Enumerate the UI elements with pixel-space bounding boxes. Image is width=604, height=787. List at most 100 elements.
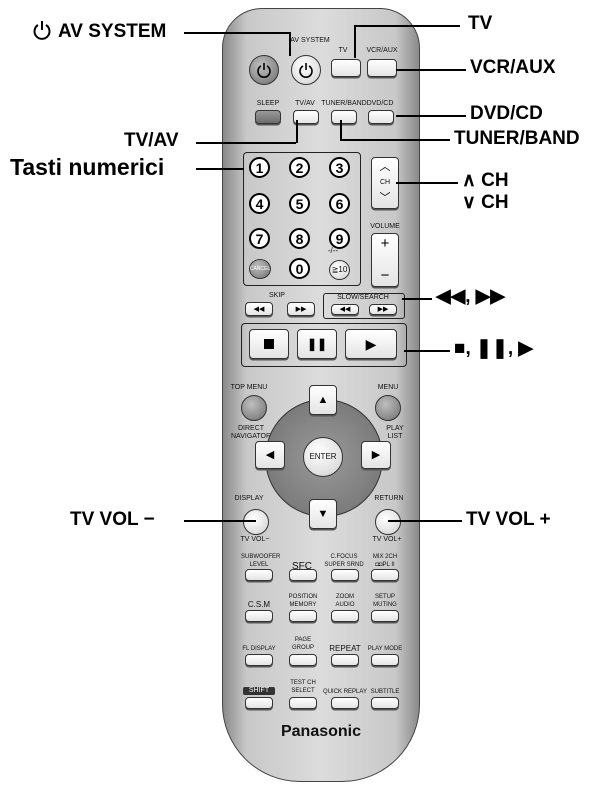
leader-tasti-numerici	[196, 168, 244, 170]
zoom-audio-button[interactable]	[331, 610, 359, 622]
zoom-audio-label: ZOOM AUDIO	[335, 594, 355, 608]
av-system-label: AV SYSTEM	[290, 37, 330, 44]
power-button[interactable]	[249, 55, 279, 85]
shift-button[interactable]	[245, 697, 273, 709]
search-back-button[interactable]: ◀◀	[331, 304, 359, 315]
number-0-button[interactable]: 0	[289, 258, 310, 279]
leader-tuner-band	[340, 139, 450, 141]
mix-2ch-label: MIX 2CH ◘◘PL II	[372, 554, 398, 568]
skip-label: SKIP	[269, 292, 285, 299]
cancel-button[interactable]: CANCEL	[249, 259, 271, 279]
enter-label: ENTER	[309, 452, 337, 461]
arrow-down-icon: ▼	[317, 507, 329, 520]
number-5-button[interactable]: 5	[289, 193, 310, 214]
av-system-power-button[interactable]	[291, 55, 321, 85]
chevron-up-icon[interactable]: ︿	[379, 161, 391, 173]
top-menu-button[interactable]	[241, 395, 267, 421]
c-focus-button[interactable]	[331, 569, 359, 581]
mix-2ch-button[interactable]	[371, 569, 399, 581]
leader-search	[402, 298, 432, 300]
shift-label: SHIFT	[243, 687, 275, 695]
play-button[interactable]: ▶	[345, 329, 397, 359]
subwoofer-level-button[interactable]	[245, 569, 273, 581]
chevron-down-icon[interactable]: ﹀	[379, 192, 391, 204]
leader-tv-av	[196, 142, 296, 144]
ten-plus-button[interactable]: ≧10	[329, 260, 350, 280]
tv-button[interactable]	[331, 59, 361, 77]
numpad-frame	[243, 152, 361, 286]
leader-ch	[396, 182, 458, 184]
leader-tuner-band-rise	[340, 120, 342, 140]
up-button[interactable]: ▲	[309, 385, 337, 415]
subtitle-button[interactable]	[371, 697, 399, 709]
number-8-button[interactable]: 8	[289, 228, 310, 249]
direct-navigator-label: DIRECT NAVIGATOR	[231, 425, 272, 440]
number-1-button[interactable]: 1	[249, 157, 270, 178]
sfc-button[interactable]	[289, 569, 317, 581]
callout-vcr-aux: VCR/AUX	[470, 57, 556, 78]
right-button[interactable]: ▶	[361, 441, 391, 469]
skip-back-button[interactable]: ◀◀	[245, 302, 273, 316]
leader-transport	[404, 350, 450, 352]
volume-rocker[interactable]: + −	[371, 233, 399, 287]
dvd-cd-button[interactable]	[368, 110, 394, 124]
tv-vol-plus-button[interactable]	[375, 509, 401, 535]
leader-tv-vol-minus	[184, 520, 256, 522]
tv-vol-minus-button[interactable]	[243, 509, 269, 535]
leader-vcr-aux	[396, 69, 466, 71]
leader-dvd-cd	[396, 115, 466, 117]
play-mode-button[interactable]	[371, 654, 399, 666]
number-6-button[interactable]: 6	[329, 193, 350, 214]
fl-display-button[interactable]	[245, 654, 273, 666]
menu-button[interactable]	[375, 395, 401, 421]
number-3-button[interactable]: 3	[329, 157, 350, 178]
tv-av-button[interactable]	[293, 110, 319, 124]
fl-display-label: FL DISPLAY	[242, 646, 276, 652]
enter-button[interactable]: ENTER	[303, 437, 343, 477]
callout-ch-up: ∧ CH	[462, 170, 509, 191]
number-9-button[interactable]: 9	[329, 228, 350, 249]
csm-label: C.S.M	[247, 600, 271, 609]
down-button[interactable]: ▼	[309, 499, 337, 529]
dash-label: -/--	[327, 246, 339, 255]
subtitle-label: SUBTITLE	[370, 689, 400, 695]
search-forward-button[interactable]: ▶▶	[369, 304, 397, 315]
ten-plus-label: ≧10	[331, 265, 348, 274]
menu-label: MENU	[377, 384, 399, 391]
callout-skip-search: ◀◀, ▶▶	[436, 286, 506, 307]
repeat-button[interactable]	[331, 654, 359, 666]
csm-button[interactable]	[245, 610, 273, 622]
quick-replay-label: QUICK REPLAY	[323, 689, 367, 695]
position-memory-button[interactable]	[289, 610, 317, 622]
number-4-button[interactable]: 4	[249, 193, 270, 214]
stop-icon	[264, 339, 274, 349]
quick-replay-button[interactable]	[331, 697, 359, 709]
stop-button[interactable]	[249, 329, 289, 359]
number-7-button[interactable]: 7	[249, 228, 270, 249]
vcr-aux-label: VCR/AUX	[366, 47, 398, 54]
left-button[interactable]: ◀	[255, 441, 285, 469]
callout-dvd-cd: DVD/CD	[470, 103, 543, 124]
test-ch-select-button[interactable]	[289, 697, 317, 709]
page-group-label: PAGE GROUP	[291, 637, 314, 651]
top-menu-label: TOP MENU	[230, 384, 268, 391]
vcr-aux-button[interactable]	[367, 59, 397, 77]
sleep-button[interactable]	[255, 110, 281, 124]
dvd-cd-label: DVD/CD	[366, 100, 394, 107]
callout-tv-vol-plus: TV VOL +	[466, 509, 551, 530]
setup-muting-label: SETUP MUTING	[373, 594, 397, 608]
tuner-band-button[interactable]	[331, 110, 357, 124]
page-group-button[interactable]	[289, 654, 317, 666]
position-memory-label: POSITION MEMORY	[288, 594, 318, 608]
leader-tv-drop	[354, 25, 356, 58]
leader-tv-vol-plus	[388, 520, 462, 522]
pause-button[interactable]: ❚❚	[297, 329, 337, 359]
ch-label: CH	[379, 179, 391, 186]
setup-muting-button[interactable]	[371, 610, 399, 622]
arrow-up-icon: ▲	[317, 393, 329, 406]
remote-control: AV SYSTEM TV VCR/AUX SLEEP TV/AV TUNER/B…	[222, 8, 420, 782]
leader-av-system-drop	[289, 32, 291, 56]
skip-forward-button[interactable]: ▶▶	[287, 302, 315, 316]
sfc-label: SFC	[292, 561, 312, 572]
number-2-button[interactable]: 2	[289, 157, 310, 178]
